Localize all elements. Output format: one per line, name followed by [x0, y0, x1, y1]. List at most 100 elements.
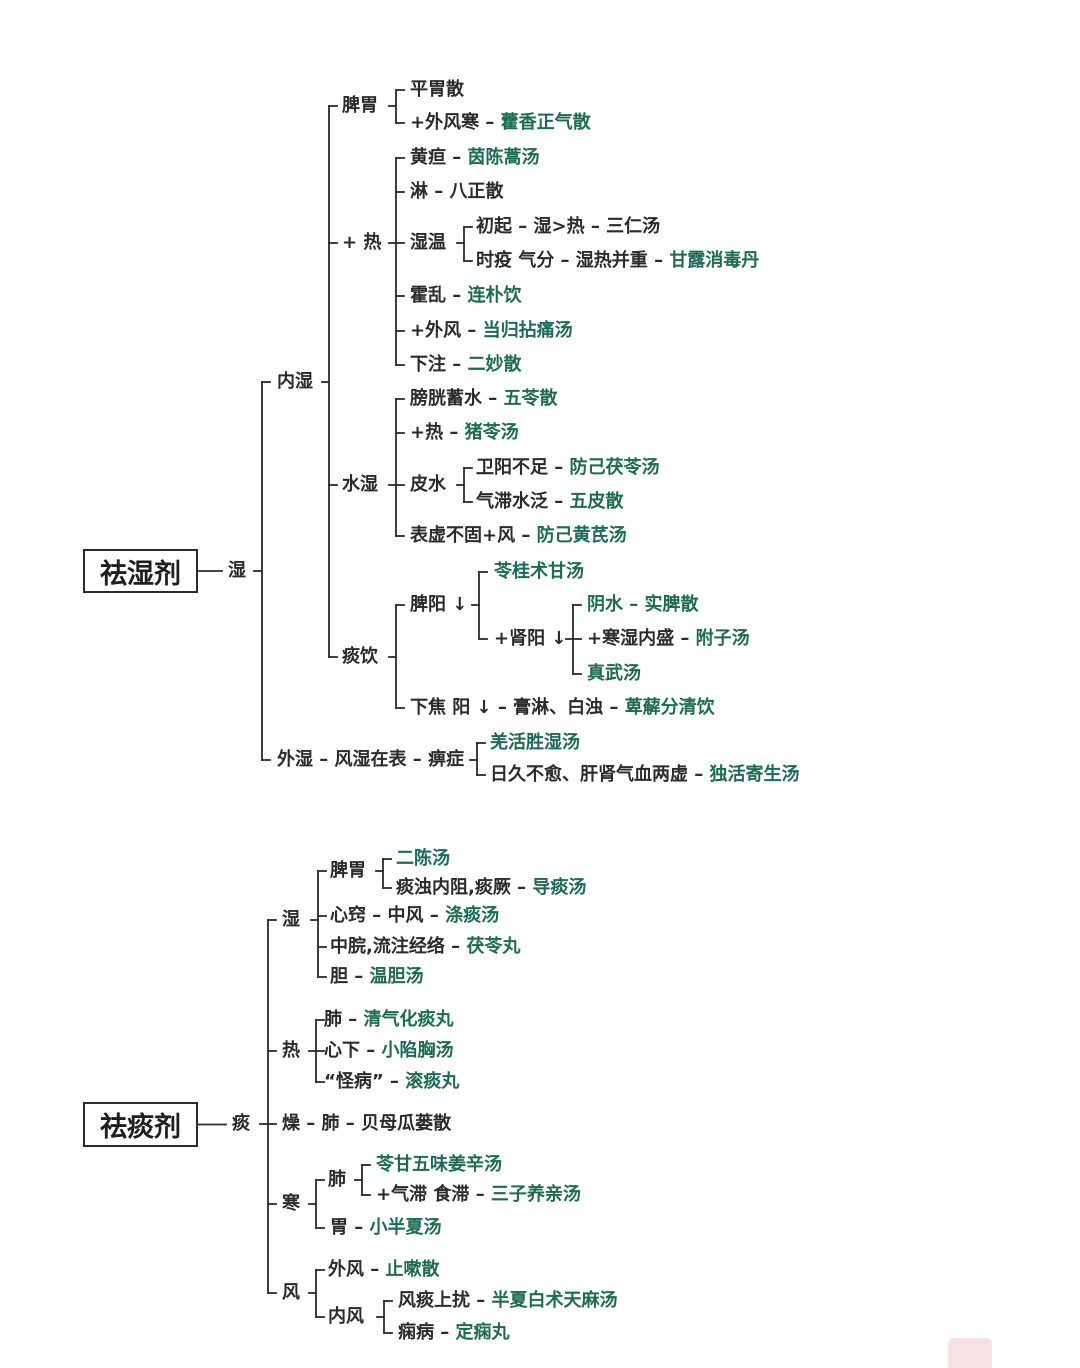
tree-leaf: 中脘,流注经络 – 茯苓丸	[330, 936, 520, 958]
tree-leaf: 苓甘五味姜辛汤	[376, 1154, 502, 1176]
tree-node: 脾胃	[330, 860, 366, 882]
tree-node: 水湿	[342, 474, 378, 496]
node-label: 燥 – 肺 – 贝母瓜蒌散	[282, 1113, 452, 1134]
condition-text: 气滞水泛 –	[476, 491, 570, 512]
section-title-phlegm: 祛痰剂	[83, 1102, 198, 1147]
tree-leaf: 卫阳不足 – 防己茯苓汤	[476, 457, 660, 479]
root-node: 湿	[228, 560, 246, 582]
condition-text: 外风 –	[328, 1259, 386, 1280]
remedy-name: 附子汤	[695, 628, 750, 649]
tree-leaf: 气滞水泛 – 五皮散	[476, 491, 624, 513]
condition-text: +气滞 食滞 –	[376, 1184, 491, 1205]
node-label: 肺	[328, 1169, 346, 1190]
remedy-name: 防己黄芪汤	[536, 525, 627, 546]
remedy-name: 三子养亲汤	[490, 1184, 581, 1205]
node-label: 内风	[328, 1306, 364, 1327]
tree-node: 湿温	[410, 232, 446, 254]
tree-node: 风	[282, 1282, 300, 1304]
condition-text: 膀胱蓄水 –	[410, 388, 504, 409]
tree-leaf: 痫病 – 定痫丸	[398, 1322, 510, 1344]
condition-text: 黄疸 –	[410, 147, 468, 168]
tree-leaf: 心窍 – 中风 – 涤痰汤	[330, 905, 499, 927]
condition-text: 卫阳不足 –	[476, 457, 570, 478]
node-label: 热	[282, 1040, 300, 1061]
tree-leaf: 外风 – 止嗽散	[328, 1259, 440, 1281]
remedy-name: 小陷胸汤	[381, 1040, 454, 1061]
condition-text: 初起 – 湿>热 – 三仁汤	[476, 216, 661, 237]
tree-node: 脾阳 ↓	[410, 594, 467, 616]
tree-leaf: 风痰上扰 – 半夏白术天麻汤	[398, 1290, 618, 1312]
remedy-name: 定痫丸	[455, 1322, 510, 1343]
condition-text: +外风寒 –	[410, 112, 501, 133]
tree-leaf: 胃 – 小半夏汤	[330, 1217, 442, 1239]
remedy-name: 实脾散	[644, 594, 699, 615]
tree-node: 脾胃	[342, 95, 378, 117]
node-label: 外湿 – 风湿在表 – 痹症	[277, 749, 465, 770]
tree-leaf: 表虚不固+风 – 防己黄芪汤	[410, 525, 627, 547]
tree-leaf: 时疫 气分 – 湿热并重 – 甘露消毒丹	[476, 250, 759, 272]
tree-leaf: 黄疸 – 茵陈蒿汤	[410, 147, 540, 169]
tree-node: 湿	[282, 909, 300, 931]
condition-text: 平胃散	[410, 79, 464, 100]
condition-text: 胆 –	[330, 966, 370, 987]
tree-leaf: 二陈汤	[396, 848, 450, 870]
remedy-name: 连朴饮	[467, 285, 522, 306]
tree-node: 外湿 – 风湿在表 – 痹症	[277, 749, 464, 771]
remedy-name: 五苓散	[503, 388, 558, 409]
condition-text: 下焦 阳 ↓ – 膏淋、白浊 –	[410, 697, 625, 718]
condition-text: +寒湿内盛 –	[587, 628, 696, 649]
remedy-name: 温胆汤	[369, 966, 424, 987]
condition-text: 中脘,流注经络 –	[330, 936, 467, 957]
remedy-name: 滚痰丸	[405, 1071, 460, 1092]
tree-node: +肾阳 ↓	[494, 628, 566, 650]
condition-text: +外风 –	[410, 320, 483, 341]
remedy-name: 当归拈痛汤	[482, 320, 573, 341]
remedy-name: 阴水 –	[587, 594, 645, 615]
node-label: 脾胃	[330, 860, 366, 881]
root-node: 痰	[232, 1113, 250, 1135]
remedy-name: 导痰汤	[532, 877, 587, 898]
node-label: 湿	[282, 909, 300, 930]
remedy-name: 独活寄生汤	[709, 764, 800, 785]
section-title-dampness: 祛湿剂	[83, 549, 198, 593]
node-label: +肾阳 ↓	[494, 628, 567, 649]
remedy-name: 防己茯苓汤	[569, 457, 660, 478]
tree-leaf: 平胃散	[410, 79, 464, 101]
remedy-name: 茯苓丸	[466, 936, 521, 957]
condition-text: 心下 –	[324, 1040, 382, 1061]
condition-text: 痫病 –	[398, 1322, 456, 1343]
tree-leaf: 霍乱 – 连朴饮	[410, 285, 522, 307]
node-label: 湿	[228, 560, 246, 581]
corner-badge	[948, 1338, 992, 1368]
remedy-name: 清气化痰丸	[363, 1009, 454, 1030]
remedy-name: 藿香正气散	[500, 112, 591, 133]
tree-leaf: +外风寒 – 藿香正气散	[410, 112, 591, 134]
tree-leaf: 下注 – 二妙散	[410, 354, 522, 376]
tree-leaf: 苓桂术甘汤	[494, 561, 584, 583]
tree-leaf: 真武汤	[587, 663, 641, 685]
node-label: + 热	[342, 232, 382, 253]
condition-text: 表虚不固+风 –	[410, 525, 537, 546]
tree-node: + 热	[342, 232, 381, 254]
remedy-name: 猪苓汤	[464, 422, 519, 443]
condition-text: 时疫 气分 – 湿热并重 –	[476, 250, 670, 271]
tree-node: 燥 – 肺 – 贝母瓜蒌散	[282, 1113, 451, 1135]
tree-leaf: 心下 – 小陷胸汤	[324, 1040, 454, 1062]
tree-leaf: +热 – 猪苓汤	[410, 422, 519, 444]
node-label: 皮水	[410, 474, 446, 495]
condition-text: 霍乱 –	[410, 285, 468, 306]
remedy-name: 萆薢分清饮	[624, 697, 715, 718]
condition-text: 风痰上扰 –	[398, 1290, 492, 1311]
tree-node: 痰饮	[342, 646, 378, 668]
node-label: 痰	[232, 1113, 250, 1134]
remedy-name: 苓甘五味姜辛汤	[376, 1154, 502, 1175]
node-label: 脾阳 ↓	[410, 594, 468, 615]
tree-leaf: +寒湿内盛 – 附子汤	[587, 628, 750, 650]
tree-leaf: 下焦 阳 ↓ – 膏淋、白浊 – 萆薢分清饮	[410, 697, 715, 719]
condition-text: 心窍 – 中风 –	[330, 905, 446, 926]
condition-text: 胃 –	[330, 1217, 370, 1238]
node-label: 水湿	[342, 474, 378, 495]
condition-text: 日久不愈、肝肾气血两虚 –	[490, 764, 710, 785]
remedy-name: 甘露消毒丹	[669, 250, 760, 271]
